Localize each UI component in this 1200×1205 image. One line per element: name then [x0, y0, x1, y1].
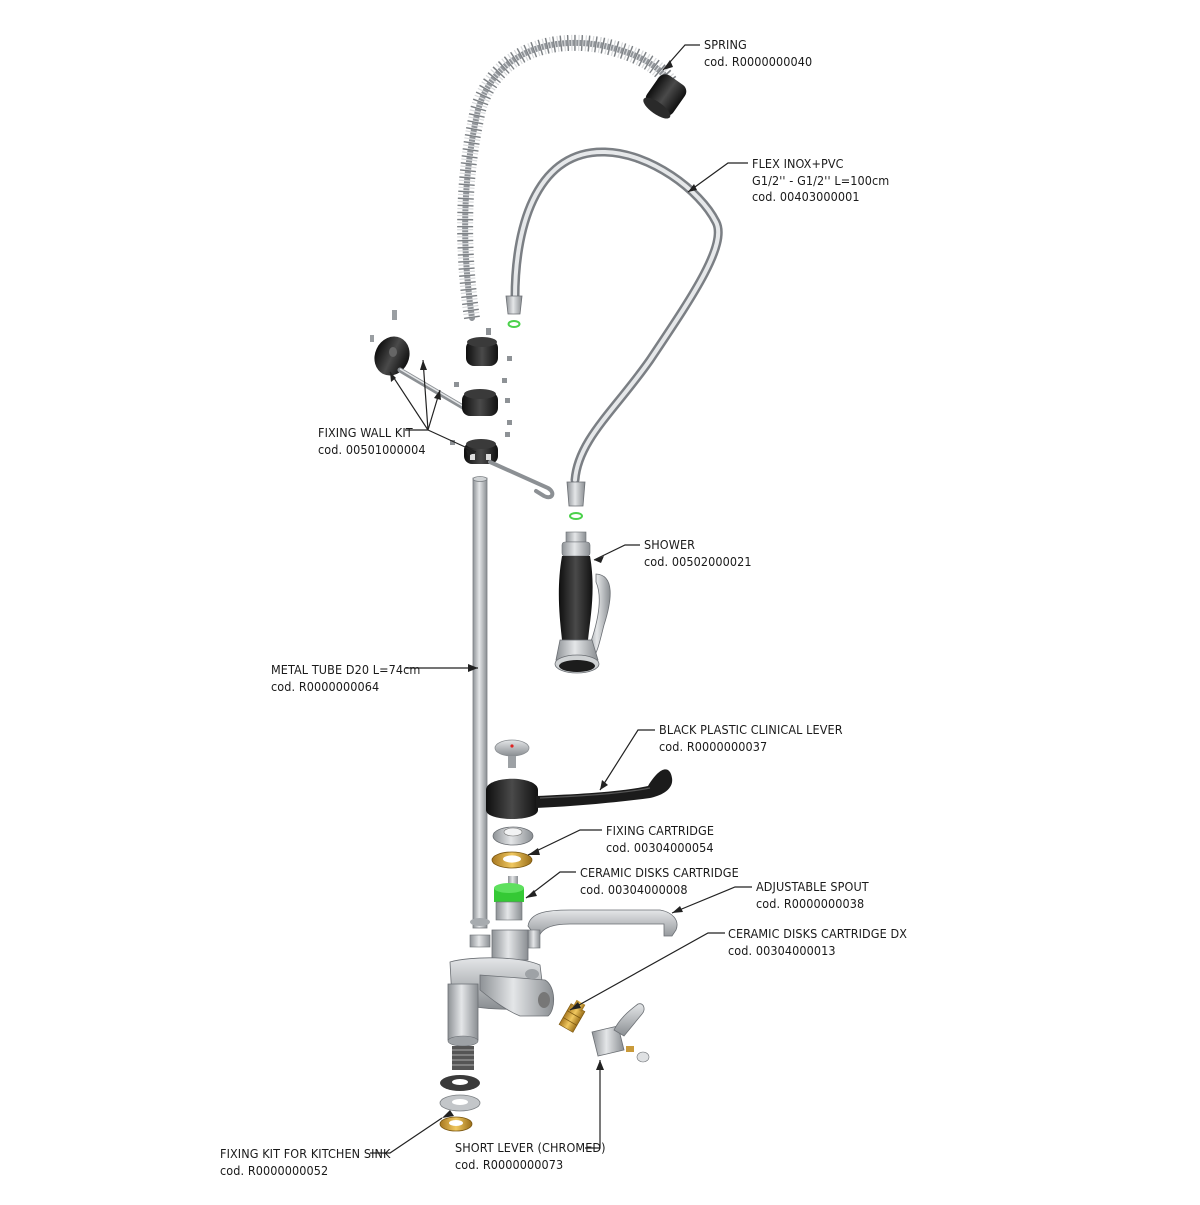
label-fixing-cartridge: FIXING CARTRIDGE cod. 00304000054 — [606, 823, 714, 856]
spout-name: ADJUSTABLE SPOUT — [756, 879, 869, 894]
fixing-cartridge-code: cod. 00304000054 — [606, 839, 714, 855]
tube-name: METAL TUBE D20 L=74cm — [271, 662, 421, 677]
leader-flex — [687, 162, 748, 193]
leader-dx — [569, 932, 725, 1011]
tube-code: cod. R0000000064 — [271, 678, 380, 694]
wall-kit-name: FIXING WALL KIT — [318, 425, 413, 440]
wall-kit-code: cod. 00501000004 — [318, 441, 426, 457]
spring-part — [457, 34, 687, 321]
sink-kit-name: FIXING KIT FOR KITCHEN SINK — [220, 1146, 391, 1161]
fixing-cartridge-part — [491, 826, 534, 869]
ceramic-dx-code: cod. 00304000013 — [728, 942, 836, 958]
label-ceramic-dx: CERAMIC DISKS CARTRIDGE DX cod. 00304000… — [728, 926, 907, 959]
sink-kit-code: cod. R0000000052 — [220, 1162, 329, 1178]
label-shower: SHOWER cod. 00502000021 — [644, 537, 752, 570]
clinical-lever-name: BLACK PLASTIC CLINICAL LEVER — [659, 722, 843, 737]
spring-end-cap — [643, 74, 687, 119]
sink-kit-part — [439, 1046, 481, 1132]
fixing-cartridge-name: FIXING CARTRIDGE — [606, 823, 715, 838]
leader-clinical — [599, 729, 655, 791]
leader-short — [585, 1060, 601, 1149]
leader-sink — [370, 1117, 443, 1154]
label-spring: SPRING cod. R0000000040 — [704, 37, 812, 70]
short-lever-name: SHORT LEVER (CHROMED) — [455, 1140, 606, 1155]
leader-arrowheads — [390, 60, 697, 1118]
label-sink-kit: FIXING KIT FOR KITCHEN SINK cod. R000000… — [220, 1146, 391, 1179]
flex-spec: G1/2'' - G1/2'' L=100cm — [752, 172, 890, 188]
short-lever-part — [591, 1003, 650, 1063]
ceramic-dx-part — [558, 999, 586, 1033]
leader-spout — [671, 886, 752, 914]
clinical-lever-part — [486, 739, 673, 819]
short-lever-code: cod. R0000000073 — [455, 1156, 564, 1172]
ceramic-cartridge-code: cod. 00304000008 — [580, 881, 688, 897]
label-wall-kit: FIXING WALL KIT cod. 00501000004 — [318, 425, 426, 458]
metal-tube-part — [470, 476, 490, 929]
spring-name: SPRING — [704, 37, 747, 52]
fixing-wall-kit-part — [370, 310, 555, 500]
leader-ceramic — [525, 871, 576, 899]
label-clinical-lever: BLACK PLASTIC CLINICAL LEVER cod. R00000… — [659, 722, 843, 755]
flex-hose-part — [505, 147, 723, 520]
label-flex: FLEX INOX+PVC G1/2'' - G1/2'' L=100cm co… — [752, 156, 889, 206]
ceramic-cartridge-name: CERAMIC DISKS CARTRIDGE — [580, 865, 739, 880]
flex-code: cod. 00403000001 — [752, 189, 860, 204]
spout-code: cod. R0000000038 — [756, 895, 865, 911]
mixer-body-part — [447, 929, 555, 1047]
leader-lines — [370, 44, 752, 1154]
leader-shower — [593, 544, 640, 561]
spring-code: cod. R0000000040 — [704, 53, 813, 69]
ceramic-dx-name: CERAMIC DISKS CARTRIDGE DX — [728, 926, 908, 941]
leader-wall-kit — [389, 359, 477, 453]
label-short-lever: SHORT LEVER (CHROMED) cod. R0000000073 — [455, 1140, 606, 1173]
clinical-lever-code: cod. R0000000037 — [659, 738, 768, 754]
ceramic-cartridge-part — [494, 876, 524, 921]
label-tube: METAL TUBE D20 L=74cm cod. R0000000064 — [271, 662, 421, 695]
shower-part — [554, 531, 611, 674]
adjustable-spout-part — [527, 909, 678, 949]
leader-fixing-cart — [527, 829, 602, 856]
collar-3 — [464, 439, 498, 464]
label-spout: ADJUSTABLE SPOUT cod. R0000000038 — [756, 879, 869, 912]
shower-code: cod. 00502000021 — [644, 553, 752, 569]
label-ceramic-cartridge: CERAMIC DISKS CARTRIDGE cod. 00304000008 — [580, 865, 739, 898]
shower-name: SHOWER — [644, 537, 696, 552]
collar-2 — [462, 389, 498, 416]
collar-1 — [466, 337, 498, 366]
flex-name: FLEX INOX+PVC — [752, 156, 844, 171]
